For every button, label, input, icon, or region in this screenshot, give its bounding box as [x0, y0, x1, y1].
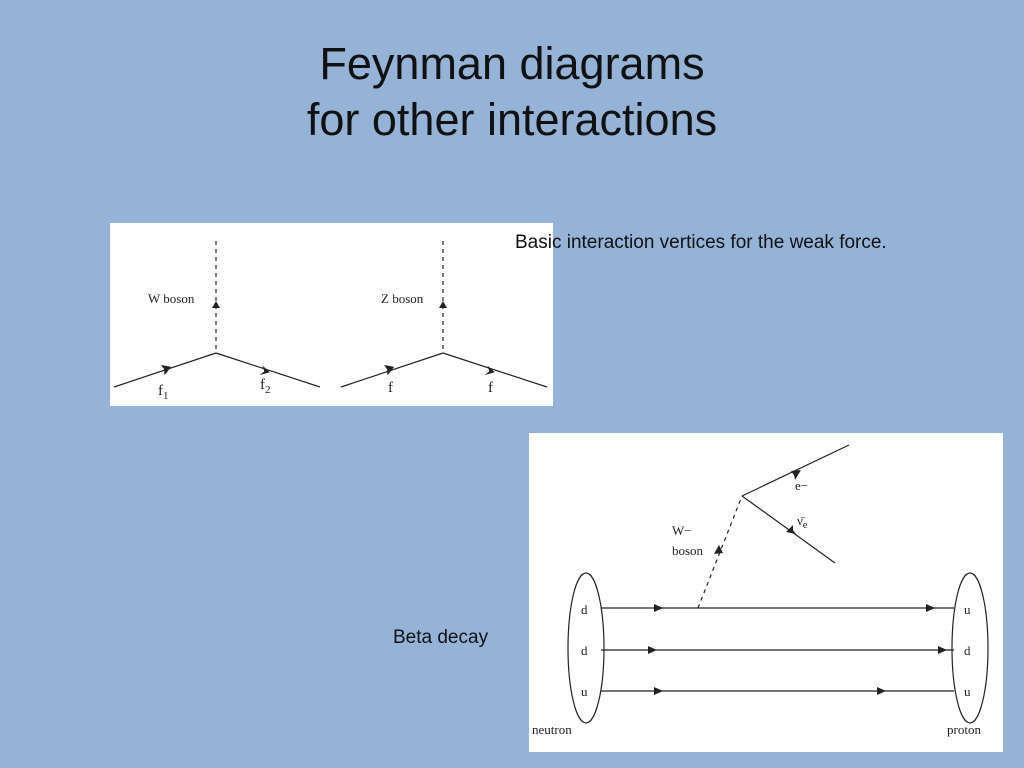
z-boson-label: Z boson	[381, 291, 424, 306]
w-boson-arrow-icon	[212, 301, 220, 308]
slide-title: Feynman diagrams for other interactions	[0, 36, 1024, 148]
f-right-line	[442, 352, 548, 388]
antineutrino-arrow-icon	[786, 525, 796, 534]
f-left-arrow-icon	[384, 364, 395, 376]
title-line-1: Feynman diagrams	[319, 38, 705, 89]
antineutrino-label: ν̄e	[797, 513, 808, 531]
f2-arrow-icon	[259, 365, 270, 376]
title-line-2: for other interactions	[306, 94, 718, 145]
electron-arrow-icon	[791, 470, 801, 480]
weak-vertices-caption: Basic interaction vertices for the weak …	[515, 232, 887, 253]
quark-middle-left-arrow-icon	[648, 646, 657, 654]
neutron-quark-3: u	[581, 684, 588, 699]
f1-label: f1	[158, 383, 169, 402]
z-boson-arrow-icon	[439, 301, 447, 308]
f-left-line	[340, 352, 444, 388]
beta-decay-figure: d d u u d u neutron proton W− boson e− ν…	[529, 433, 1003, 752]
neutron-quark-1: d	[581, 602, 588, 617]
electron-line	[741, 444, 850, 497]
quark-top-left-arrow-icon	[654, 604, 663, 612]
quark-bottom-right-arrow-icon	[877, 687, 886, 695]
neutron-ellipse	[567, 572, 605, 724]
proton-quark-1: u	[964, 602, 971, 617]
beta-decay-caption: Beta decay	[393, 627, 489, 648]
f2-line	[215, 352, 321, 388]
f2-label: f2	[260, 377, 271, 396]
beta-decay-svg: d d u u d u neutron proton W− boson e− ν…	[532, 444, 989, 737]
neutron-quark-2: d	[581, 643, 588, 658]
w-minus-boson-label: boson	[672, 543, 704, 558]
f-left-label: f	[388, 380, 393, 396]
proton-label: proton	[947, 722, 981, 737]
quark-middle-right-arrow-icon	[938, 646, 947, 654]
proton-ellipse	[951, 572, 989, 724]
w-minus-boson-arrow-icon	[714, 545, 723, 554]
quark-bottom-left-arrow-icon	[654, 687, 663, 695]
w-minus-label: W−	[672, 523, 692, 538]
w-boson-label: W boson	[148, 291, 195, 306]
quark-top-right-arrow-icon	[926, 604, 935, 612]
neutron-label: neutron	[532, 722, 572, 737]
weak-vertices-figure: W boson f1 f2 Z boson f f	[110, 223, 553, 406]
weak-vertices-svg: W boson f1 f2 Z boson f f	[113, 241, 548, 402]
electron-label: e−	[795, 478, 808, 493]
proton-quark-2: d	[964, 643, 971, 658]
f-right-label: f	[488, 380, 493, 396]
f1-arrow-icon	[161, 364, 172, 376]
f-right-arrow-icon	[484, 365, 495, 376]
proton-quark-3: u	[964, 684, 971, 699]
